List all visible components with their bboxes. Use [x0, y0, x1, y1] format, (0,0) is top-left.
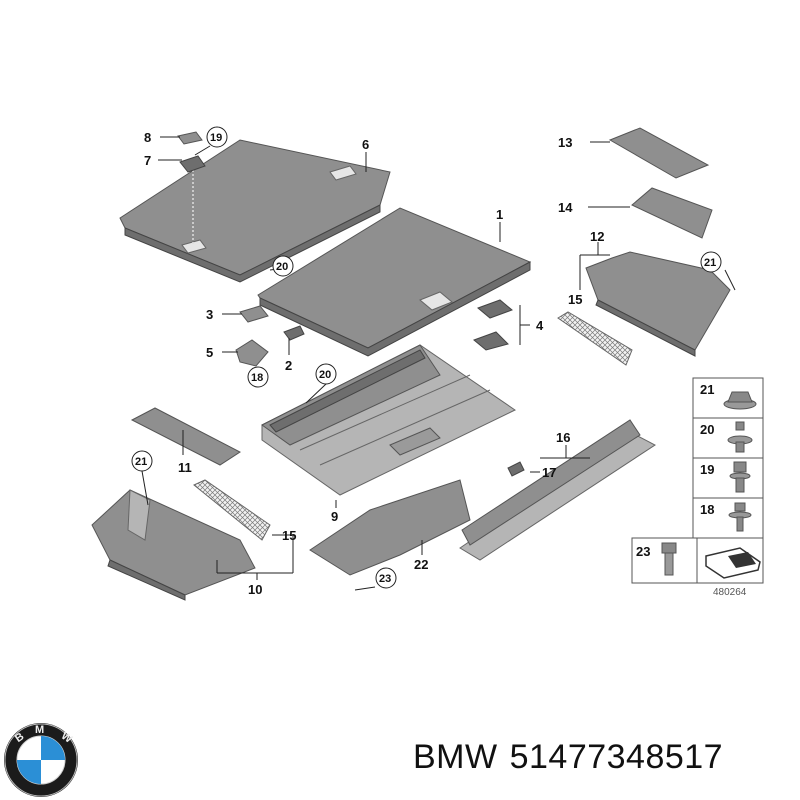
- callout-4: 4: [536, 318, 544, 333]
- part-15-net-right: [557, 311, 633, 366]
- part-number-caption: BMW 51477348517: [413, 738, 735, 777]
- part-7-handle: [179, 155, 206, 173]
- legend-label-18: 18: [700, 502, 714, 517]
- direction-arrow-icon: [705, 547, 761, 579]
- part-1-floor-board: [257, 207, 532, 357]
- part-16-loading-sill: [459, 419, 656, 561]
- callout-circle-21a: [131, 450, 153, 472]
- part-15-net-left: [193, 479, 271, 541]
- push-clip-icon: [727, 421, 753, 453]
- part-17-clip: [507, 461, 525, 477]
- bolt-icon: [661, 542, 677, 576]
- callout-15a: 15: [282, 528, 296, 543]
- part-9-tray: [261, 344, 516, 496]
- legend-label-20: 20: [700, 422, 714, 437]
- part-12-side-box: [585, 251, 731, 357]
- callout-14: 14: [558, 200, 573, 215]
- callout-circle-18: [247, 366, 269, 388]
- bmw-logo: B M W: [4, 723, 78, 797]
- callout-labels: 8 7 19 6 20 1 3 4 5 2 18 20 21 11 9 15 1…: [131, 126, 722, 597]
- part-13-side-cover: [608, 127, 710, 179]
- callout-18: 18: [251, 372, 263, 384]
- callout-3: 3: [206, 307, 213, 322]
- callout-19: 19: [210, 132, 222, 144]
- callout-5: 5: [206, 345, 213, 360]
- callout-22: 22: [414, 557, 428, 572]
- logo-letter-m: M: [35, 724, 44, 736]
- part-22-bracket: [309, 479, 471, 576]
- part-2-clip: [283, 325, 305, 341]
- callout-23: 23: [379, 573, 391, 585]
- callout-21a: 21: [135, 456, 147, 468]
- screw-icon: [729, 461, 751, 493]
- legend-label-19: 19: [700, 462, 714, 477]
- callout-16: 16: [556, 430, 570, 445]
- callout-6: 6: [362, 137, 369, 152]
- part-5-holder: [235, 339, 269, 367]
- callout-10: 10: [248, 582, 262, 597]
- callout-circle-19: [206, 126, 228, 148]
- callout-17: 17: [542, 465, 556, 480]
- callout-7: 7: [144, 153, 151, 168]
- callout-circle-21b: [700, 251, 722, 273]
- part-8-cover-piece: [177, 131, 203, 145]
- fastener-legend: 21 20 19 18 23: [631, 377, 764, 598]
- callout-20a: 20: [276, 261, 288, 273]
- callout-20b: 20: [319, 369, 331, 381]
- part-11-trim-strip: [130, 407, 241, 466]
- part-6-floor-cover: [119, 139, 391, 283]
- part-4-fittings: [473, 299, 513, 351]
- callout-9: 9: [331, 509, 338, 524]
- callout-circle-20a: [272, 255, 294, 277]
- callout-12: 12: [590, 229, 604, 244]
- legend-label-21: 21: [700, 382, 714, 397]
- brand-name: BMW: [413, 738, 498, 776]
- callout-21b: 21: [704, 257, 716, 269]
- diagram-code: 480264: [713, 587, 747, 598]
- callout-circle-20b: [315, 363, 337, 385]
- callout-13: 13: [558, 135, 572, 150]
- part-10-storage-box: [91, 489, 256, 601]
- nut-icon: [723, 391, 757, 410]
- part-14-side-cover: [631, 187, 713, 239]
- callout-8: 8: [144, 130, 151, 145]
- legend-label-23: 23: [636, 544, 650, 559]
- callout-11: 11: [178, 460, 192, 475]
- part-3-bracket: [239, 305, 269, 323]
- screw-washer-icon: [728, 502, 752, 532]
- callout-15b: 15: [568, 292, 582, 307]
- callout-1: 1: [496, 207, 503, 222]
- callout-circle-23: [375, 567, 397, 589]
- callout-2: 2: [285, 358, 292, 373]
- part-number: 51477348517: [509, 738, 724, 776]
